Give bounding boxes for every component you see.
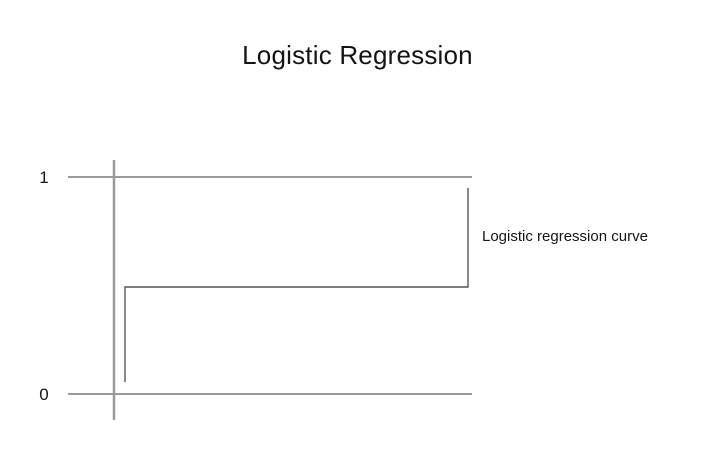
logistic-regression-curve <box>124 188 469 382</box>
page-title: Logistic Regression <box>242 40 473 70</box>
curve-annotation-label: Logistic regression curve <box>482 228 648 245</box>
y-axis-tick-label-0: 0 <box>39 385 49 404</box>
y-axis-tick-label-1: 1 <box>39 168 49 187</box>
